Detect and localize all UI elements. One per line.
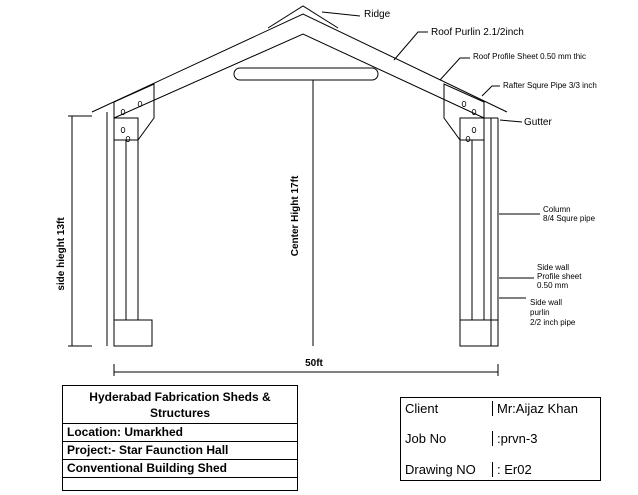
ridge-cap bbox=[267, 5, 339, 29]
label-gutter: Gutter bbox=[524, 117, 552, 128]
dim-width: 50ft bbox=[305, 358, 323, 369]
bolt-hole bbox=[137, 101, 143, 108]
label-sidewall-purlin-2: purlin bbox=[530, 308, 550, 317]
drawing-label: Drawing NO bbox=[401, 462, 493, 477]
job-row: Job No :prvn-3 bbox=[401, 431, 600, 446]
dim-side-height: side hieght 13ft bbox=[56, 217, 67, 291]
bolt-hole bbox=[465, 135, 471, 142]
collar-tie bbox=[233, 67, 379, 81]
bolt-hole bbox=[125, 135, 131, 142]
location-row: Location: Umarkhed bbox=[63, 424, 297, 442]
label-sidewall-sheet-2: Profile sheet bbox=[537, 272, 582, 281]
label-roof-purlin: Roof Purlin 2.1/2inch bbox=[431, 27, 524, 38]
bolt-hole bbox=[120, 127, 126, 134]
client-label: Client bbox=[401, 401, 493, 416]
left-haunch-plate bbox=[113, 83, 155, 141]
label-sidewall-sheet-1: Side wall bbox=[537, 263, 569, 272]
label-rafter-pipe: Rafter Squre Pipe 3/3 inch bbox=[503, 81, 597, 90]
title-block: Hyderabad Fabrication Sheds & Structures… bbox=[62, 385, 298, 491]
dim-center-height: Center Hight 17ft bbox=[290, 175, 301, 256]
roof-outline bbox=[91, 13, 508, 113]
rafter-inner-line bbox=[113, 33, 485, 119]
blank-row bbox=[63, 478, 297, 495]
label-roof-profile-sheet: Roof Profile Sheet 0.50 mm thic bbox=[473, 52, 586, 61]
bolt-holes bbox=[120, 101, 477, 142]
bolt-hole bbox=[471, 127, 477, 134]
client-value: Mr:Aijaz Khan bbox=[497, 401, 578, 416]
right-base-pedestal bbox=[459, 319, 499, 347]
label-ridge: Ridge bbox=[364, 9, 391, 20]
label-sidewall-purlin-1: Side wall bbox=[530, 298, 562, 307]
roof-profile-leader bbox=[439, 57, 470, 81]
label-column-2: 8/4 Squre pipe bbox=[543, 214, 596, 223]
job-label: Job No bbox=[401, 431, 493, 446]
right-haunch-plate bbox=[443, 83, 485, 141]
label-sidewall-purlin-3: 2/2 inch pipe bbox=[530, 318, 576, 327]
building-type-row: Conventional Building Shed bbox=[63, 460, 297, 478]
drawing-row: Drawing NO : Er02 bbox=[401, 462, 600, 477]
client-block: Client Mr:Aijaz Khan Job No :prvn-3 Draw… bbox=[400, 397, 601, 481]
project-row: Project:- Star Faunction Hall bbox=[63, 442, 297, 460]
ridge-leader bbox=[321, 11, 361, 17]
label-sidewall-sheet-3: 0.50 mm bbox=[537, 281, 568, 290]
bolt-hole bbox=[461, 101, 467, 108]
drawing-value: : Er02 bbox=[497, 462, 532, 477]
bolt-hole bbox=[120, 109, 126, 116]
client-row: Client Mr:Aijaz Khan bbox=[401, 401, 600, 416]
gutter-leader bbox=[499, 119, 523, 123]
roof-purlin-leader bbox=[393, 31, 428, 61]
bolt-hole bbox=[471, 109, 477, 116]
company-name: Hyderabad Fabrication Sheds & Structures bbox=[63, 386, 297, 424]
rafter-pipe-leader bbox=[481, 85, 500, 97]
label-column-1: Column bbox=[543, 205, 571, 214]
job-value: :prvn-3 bbox=[497, 431, 538, 446]
left-base-pedestal bbox=[113, 319, 153, 347]
